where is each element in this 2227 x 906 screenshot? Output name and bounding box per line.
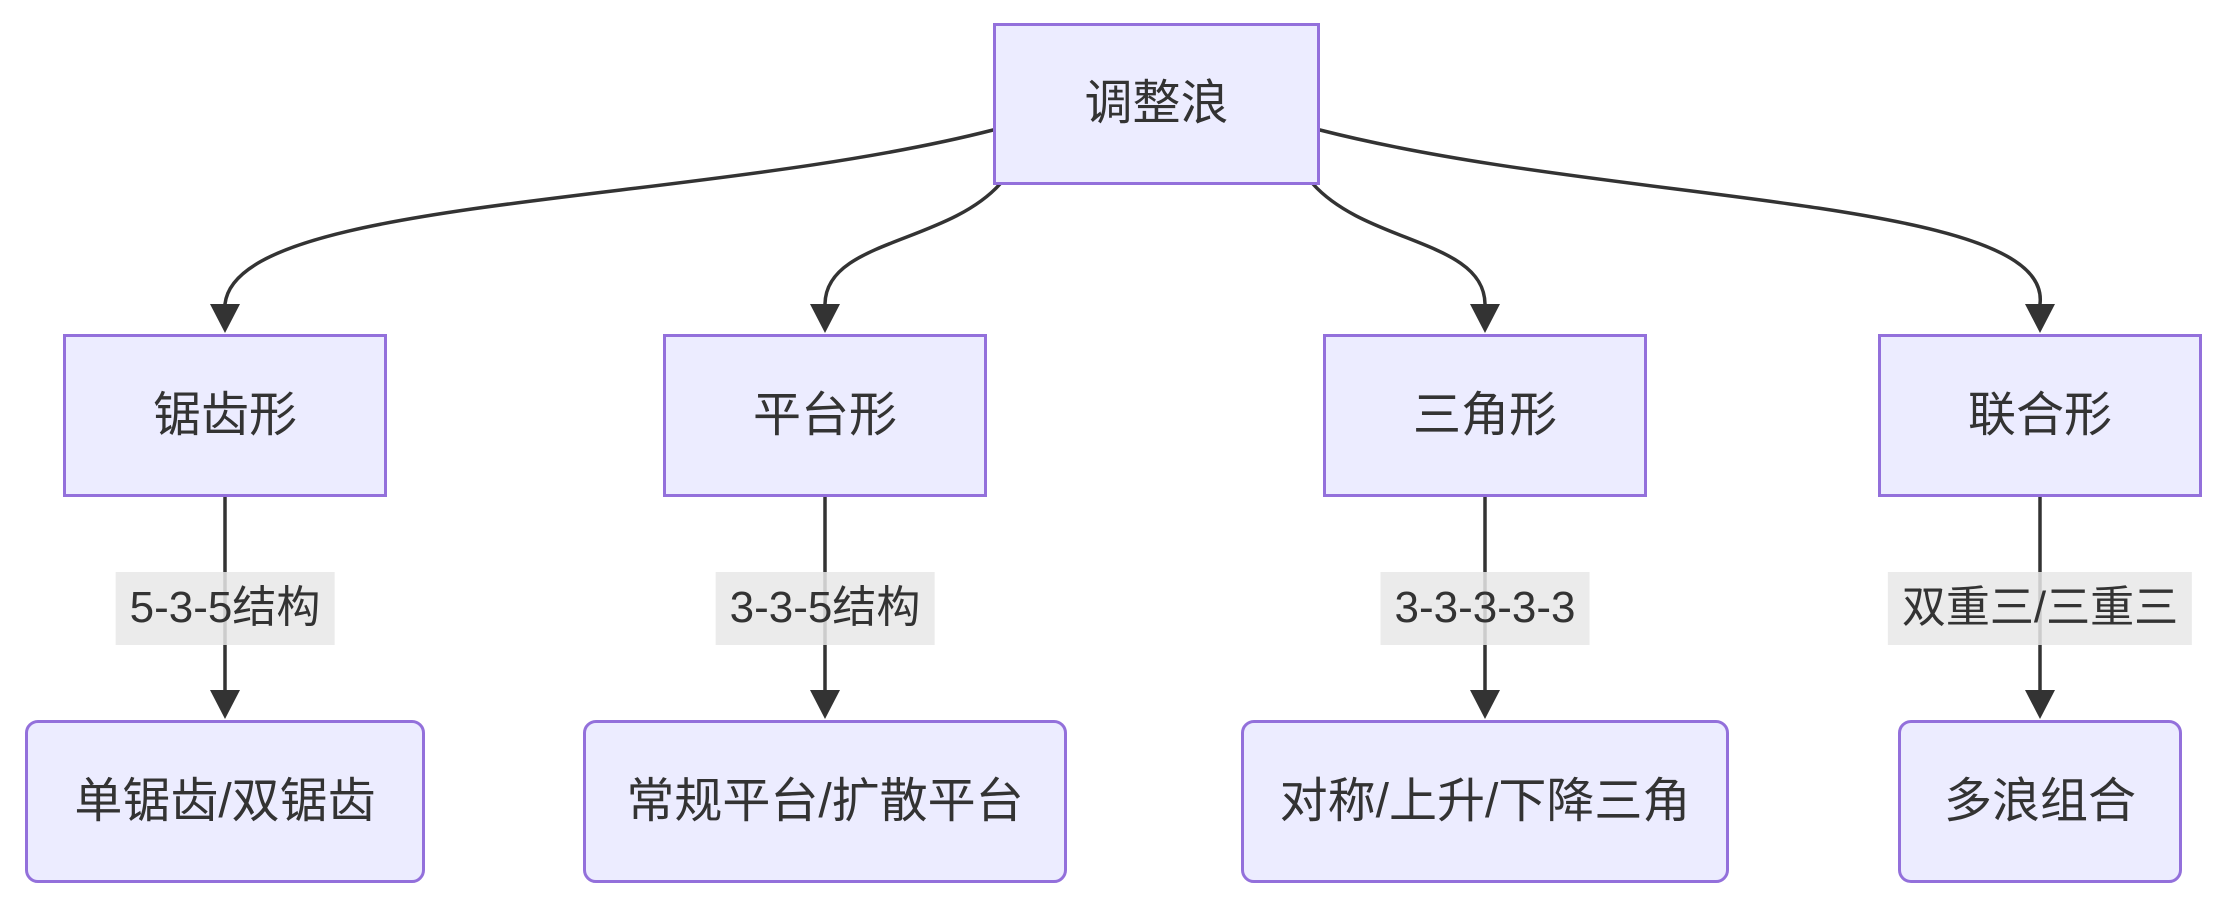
arrowhead-icon bbox=[1470, 690, 1500, 719]
arrowhead-icon bbox=[2025, 304, 2055, 333]
edge-label-zigzag: 5-3-5结构 bbox=[115, 572, 335, 645]
edge-root-zigzag bbox=[223, 128, 995, 306]
node-triangle: 三角形 bbox=[1323, 334, 1647, 497]
arrowhead-icon bbox=[810, 690, 840, 719]
arrowhead-icon bbox=[210, 690, 240, 719]
node-zigzag: 锯齿形 bbox=[63, 334, 387, 497]
edge-root-triangle bbox=[1311, 182, 1487, 306]
arrowhead-icon bbox=[2025, 690, 2055, 719]
leaf-triangle: 对称/上升/下降三角 bbox=[1241, 720, 1729, 883]
edge-label-flat: 3-3-5结构 bbox=[715, 572, 935, 645]
leaf-flat: 常规平台/扩散平台 bbox=[583, 720, 1067, 883]
node-combination: 联合形 bbox=[1878, 334, 2202, 497]
node-root: 调整浪 bbox=[993, 23, 1320, 185]
arrowhead-icon bbox=[810, 304, 840, 333]
arrowhead-icon bbox=[210, 304, 240, 333]
edge-label-triangle: 3-3-3-3-3 bbox=[1380, 572, 1590, 645]
arrowhead-icon bbox=[1470, 304, 1500, 333]
leaf-combination: 多浪组合 bbox=[1898, 720, 2182, 883]
edge-label-combination: 双重三/三重三 bbox=[1887, 572, 2193, 645]
leaf-zigzag: 单锯齿/双锯齿 bbox=[25, 720, 425, 883]
node-flat: 平台形 bbox=[663, 334, 987, 497]
edge-root-flat bbox=[823, 182, 1002, 306]
edge-root-combination bbox=[1318, 128, 2042, 306]
